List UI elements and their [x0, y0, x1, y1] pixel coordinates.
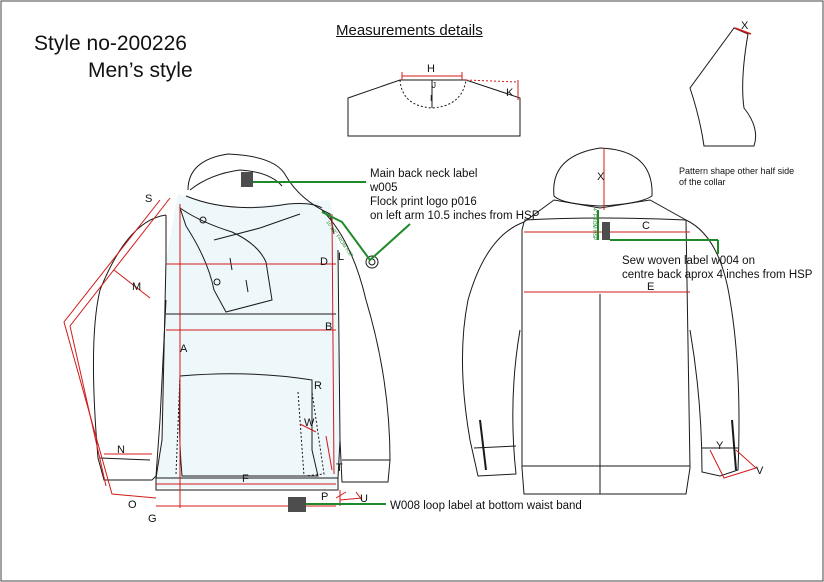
measurements-heading: Measurements details — [336, 22, 483, 39]
label-k: K — [506, 87, 514, 99]
label-back-x: X — [597, 171, 605, 183]
back-callout-lines — [597, 210, 719, 254]
flock-logo-position: on left arm 10.5 inches from HSP — [370, 210, 540, 222]
back-measure-lines — [524, 148, 757, 479]
label-a: A — [180, 343, 188, 355]
label-o: O — [128, 499, 137, 511]
label-d: D — [320, 256, 328, 268]
style-number: Style no-200226 — [34, 32, 187, 55]
loop-label-patch — [288, 497, 306, 512]
label-j: J — [432, 81, 436, 90]
label-f-front: F — [242, 473, 249, 485]
collar-note-line-2: of the collar — [679, 177, 726, 187]
label-v: V — [756, 465, 764, 477]
woven-label-position: centre back aprox 4 inches from HSP — [622, 269, 813, 281]
label-r: R — [314, 380, 322, 392]
back-hoodie — [462, 147, 740, 495]
back-from-hsp-note: 4" FROM HSP — [591, 208, 597, 241]
label-g: G — [148, 513, 157, 525]
back-neck-label-code: w005 — [370, 182, 398, 194]
front-callout-lines — [253, 181, 411, 505]
label-s: S — [145, 193, 152, 205]
label-w: W — [304, 417, 315, 429]
front-measure-lines — [63, 197, 363, 508]
woven-label-patch — [602, 222, 610, 240]
loop-label-note: W008 loop label at bottom waist band — [390, 500, 582, 512]
label-c: C — [642, 220, 650, 232]
point-labels: H J I K X S M A B D L R W T F N O G P U … — [117, 20, 764, 525]
label-l: L — [338, 251, 344, 263]
label-u: U — [360, 493, 368, 505]
label-collar-x: X — [741, 20, 749, 32]
back-neck-label-patch — [241, 172, 253, 187]
label-i: I — [430, 94, 432, 103]
flock-logo-note: Flock print logo p016 — [370, 196, 477, 208]
label-y: Y — [716, 440, 724, 452]
collar-note-line-1: Pattern shape other half side — [679, 166, 795, 176]
label-p: P — [321, 491, 328, 503]
style-gender: Men’s style — [88, 59, 193, 82]
label-m: M — [132, 281, 141, 293]
collar-pattern — [689, 27, 757, 147]
neck-measure-detail — [347, 72, 521, 137]
label-n: N — [117, 444, 125, 456]
label-b: B — [325, 321, 332, 333]
label-h: H — [427, 63, 435, 75]
back-neck-label-note: Main back neck label — [370, 168, 478, 180]
woven-label-note: Sew woven label w004 on — [622, 255, 755, 267]
label-t: T — [336, 462, 343, 474]
label-e: E — [647, 281, 654, 293]
front-hoodie — [92, 153, 391, 491]
